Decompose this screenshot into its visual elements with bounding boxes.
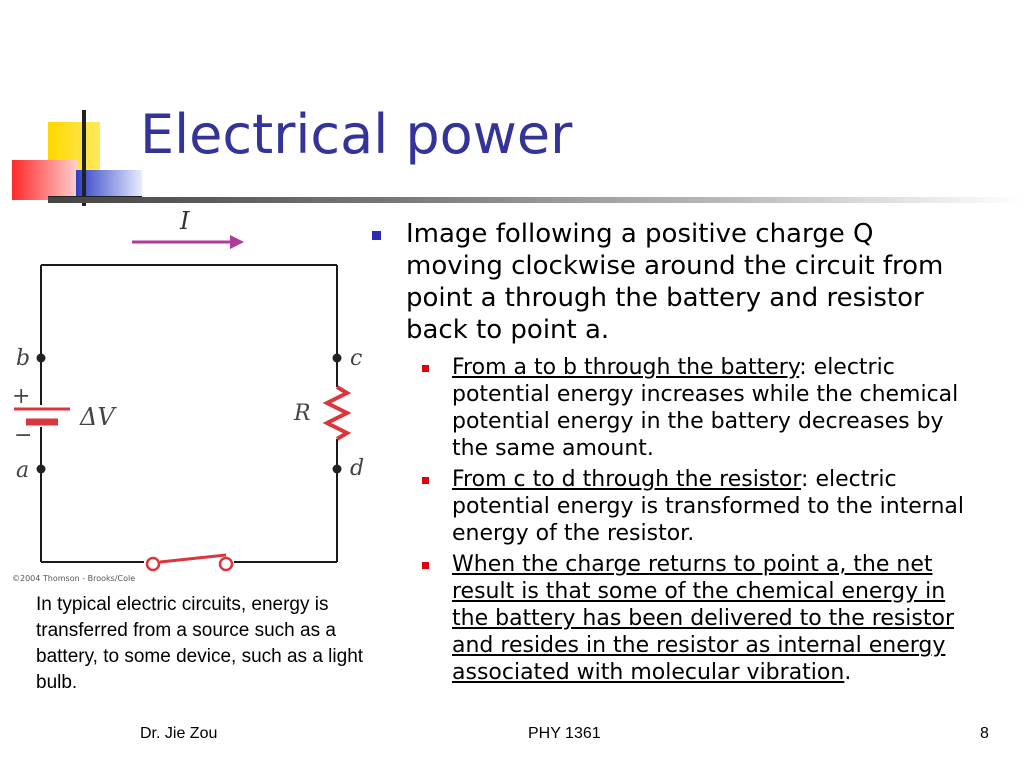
circuit-diagram: I [4,207,370,587]
voltage-label: ΔV [79,403,117,431]
current-label: I [179,207,190,235]
sub-bullet-battery: From a to b through the battery: electri… [414,354,968,462]
bullet-square-icon [372,231,381,240]
point-a-label: a [16,458,29,483]
sub-bullet-resistor: From c to d through the resistor: electr… [414,466,968,547]
sub-bullet-text: . [844,660,852,685]
bullet-square-icon [422,562,429,569]
resistor-label: R [293,401,311,426]
figure-caption: In typical electric circuits, energy is … [36,594,364,693]
sub-bullet-text: : electric potential energy is transform… [452,467,965,546]
footer-author: Dr. Jie Zou [140,725,218,742]
bullet-square-icon [422,477,429,484]
main-bullet-text: Image following a positive charge Q movi… [406,219,944,345]
switch-icon [145,553,234,572]
bullet-square-icon [422,365,429,372]
point-b-label: b [16,346,30,371]
sub-bullet-text: : electric potential energy increases wh… [452,355,959,461]
sub-bullet-heading: When the charge returns to point a, the … [452,552,955,685]
sub-bullet-list: From a to b through the battery: electri… [368,354,968,686]
point-c-label: c [350,346,362,371]
slide-logo-icon [12,110,142,206]
current-arrow-icon [132,235,244,249]
footer-course: PHY 1361 [528,725,601,742]
sub-bullet-heading: From a to b through the battery [452,355,800,380]
figure-copyright: ©2004 Thomson - Brooks/Cole [12,574,135,583]
point-d-label: d [350,456,364,481]
circuit-nodes [36,353,342,474]
resistor-icon [322,385,352,441]
slide-title: Electrical power [140,103,573,166]
sub-bullet-heading: From c to d through the resistor [452,467,802,492]
plus-sign: + [12,384,30,409]
sub-bullet-return: When the charge returns to point a, the … [414,551,968,686]
circuit-wires [40,264,338,563]
battery-icon [14,407,70,426]
title-divider [48,197,1024,203]
footer-page-number: 8 [980,725,989,742]
main-bullet: Image following a positive charge Q movi… [368,218,968,346]
bullet-list: Image following a positive charge Q movi… [368,218,968,690]
minus-sign: − [14,423,32,448]
